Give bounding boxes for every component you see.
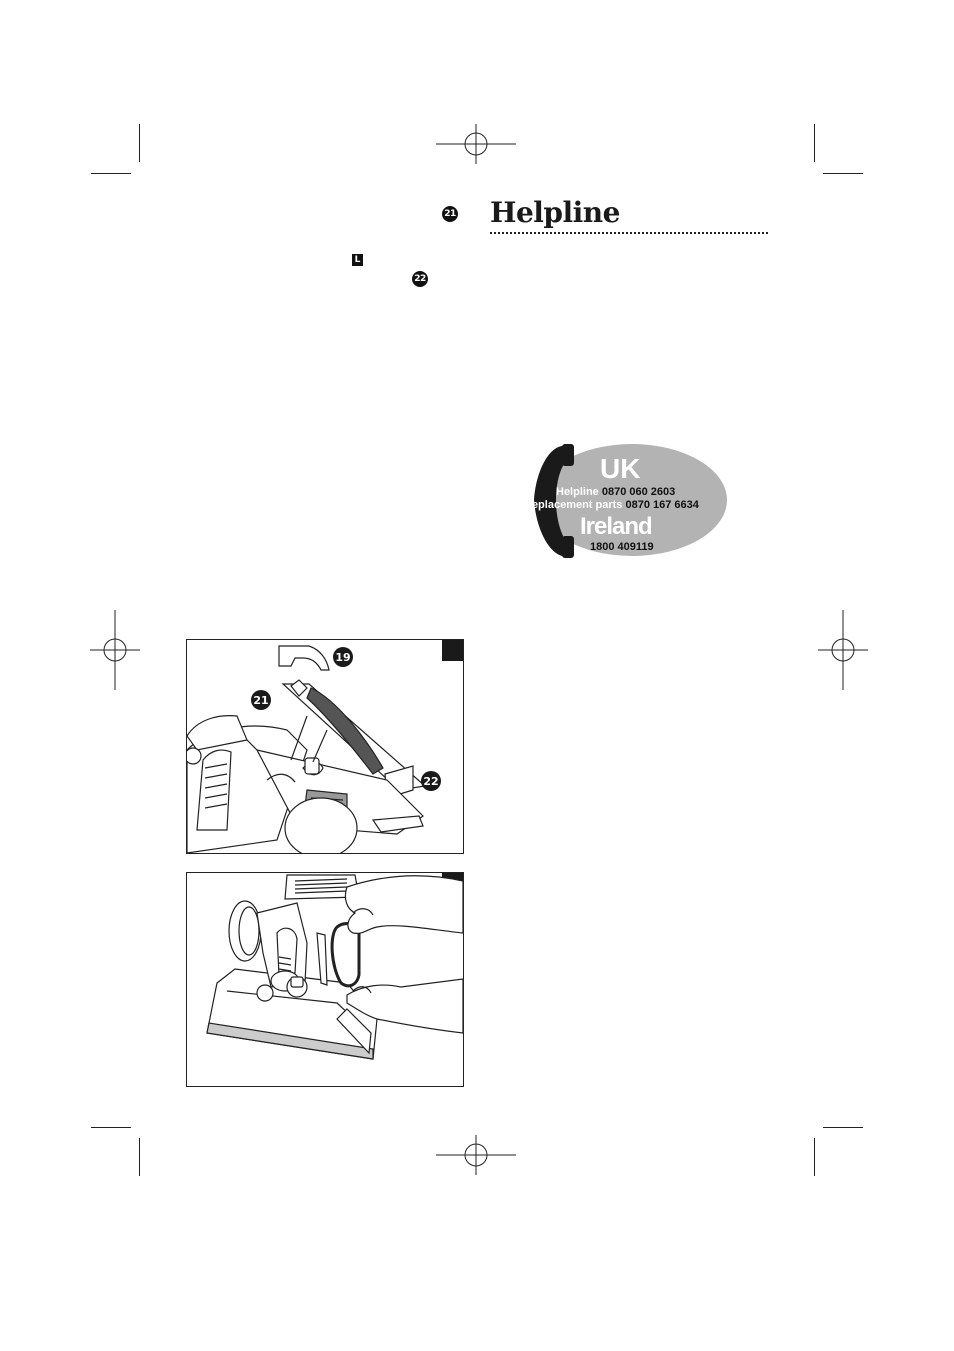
replacement-parts-line: Replacement parts 0870 167 6634 bbox=[524, 499, 700, 511]
helpline-logo: UK Helpline 0870 060 2603 Replacement pa… bbox=[524, 444, 727, 558]
callout-21: 21 bbox=[251, 690, 271, 710]
figure-belt bbox=[186, 872, 464, 1087]
figure-corner-tab bbox=[442, 640, 463, 661]
crop-mark bbox=[139, 124, 140, 162]
crop-mark bbox=[91, 1127, 131, 1128]
helpline-line: Helpline 0870 060 2603 bbox=[556, 486, 675, 498]
svg-text:22: 22 bbox=[423, 775, 438, 788]
ireland-label: Ireland bbox=[580, 513, 652, 540]
ref-badge-l: L bbox=[352, 254, 363, 266]
brushbar-illustration: 19 21 22 bbox=[187, 645, 441, 853]
callout-19: 19 bbox=[333, 647, 353, 667]
ireland-number: 1800 409119 bbox=[590, 541, 654, 553]
figure-brushbar: 19 21 22 bbox=[186, 639, 464, 854]
ref-badge-22: 22 bbox=[412, 271, 428, 287]
crop-mark bbox=[814, 1138, 815, 1176]
callout-22: 22 bbox=[421, 771, 441, 791]
page-title: Helpline bbox=[490, 196, 620, 229]
uk-label: UK bbox=[600, 453, 640, 484]
phone-handset-icon bbox=[534, 446, 572, 556]
registration-mark-right bbox=[818, 610, 868, 690]
crop-mark bbox=[91, 173, 131, 174]
title-underline bbox=[490, 232, 768, 234]
registration-mark-top bbox=[436, 124, 516, 164]
registration-mark-bottom bbox=[436, 1135, 516, 1175]
crop-mark bbox=[139, 1138, 140, 1176]
ref-badge-21: 21 bbox=[442, 206, 458, 222]
belt-illustration bbox=[206, 874, 463, 1060]
crop-mark bbox=[814, 124, 815, 162]
svg-text:19: 19 bbox=[335, 651, 350, 664]
svg-text:21: 21 bbox=[253, 694, 268, 707]
registration-mark-left bbox=[90, 610, 140, 690]
crop-mark bbox=[823, 1127, 863, 1128]
crop-mark bbox=[823, 173, 863, 174]
